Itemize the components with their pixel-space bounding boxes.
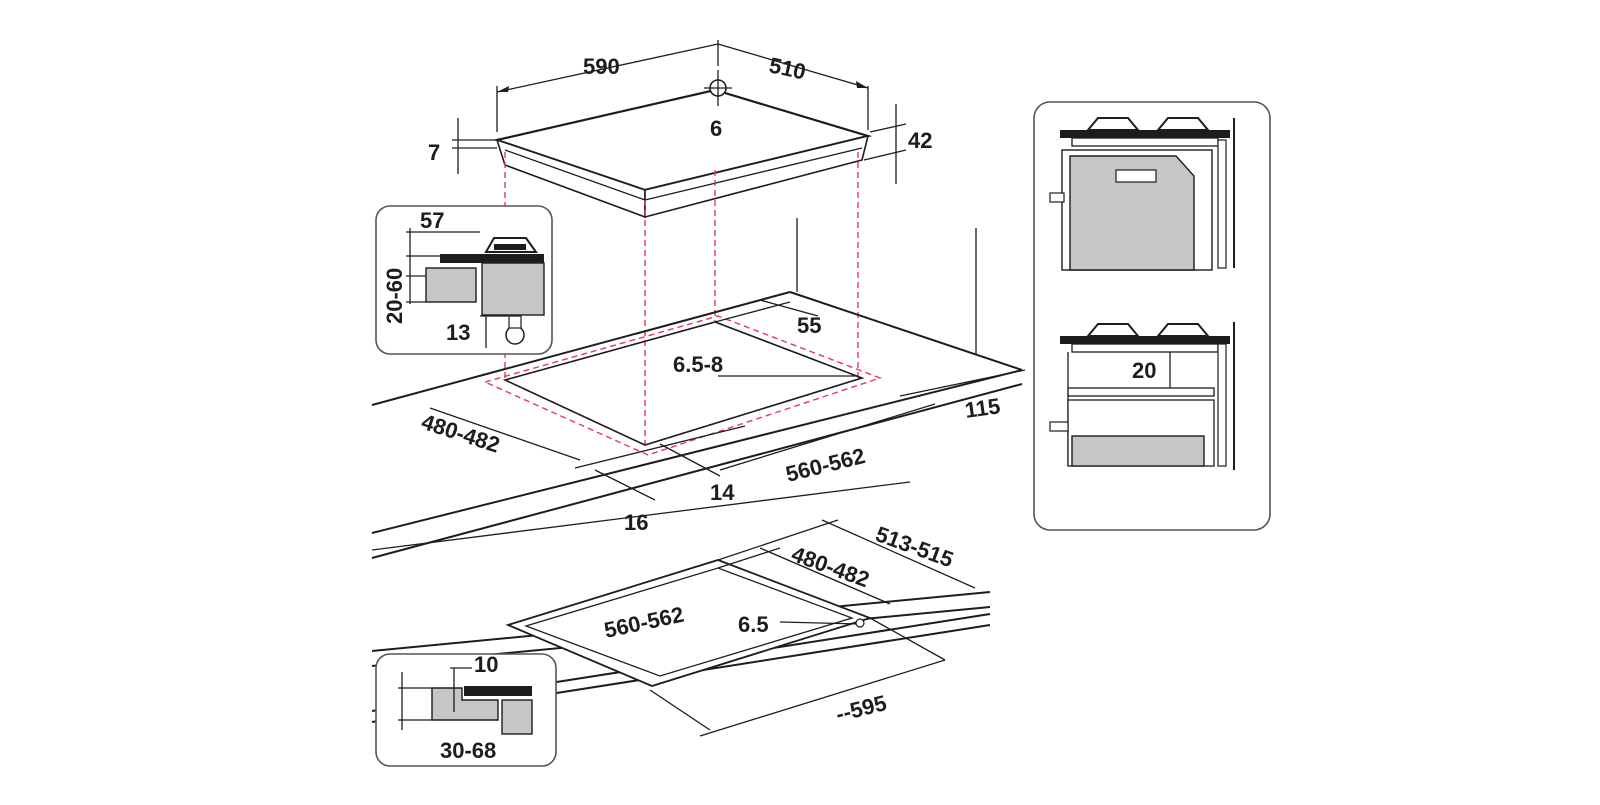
- drawer-gap-label: 20: [1132, 358, 1156, 383]
- inset-top-left: 57 20-60 13: [375, 205, 553, 355]
- rebate-depth-label: 10: [474, 652, 498, 677]
- inset-right: 20: [1033, 101, 1271, 531]
- flush-inner-depth-label: 480-482: [788, 541, 872, 592]
- inset-under-clearance-label: 13: [446, 320, 470, 345]
- flush-mount-drawing: [371, 481, 991, 737]
- hob-depth-label: 510: [767, 52, 808, 84]
- front-rear-distance-label: 55: [797, 313, 821, 338]
- total-height-label: 42: [908, 128, 932, 153]
- hob-drawing: [492, 70, 873, 219]
- flush-corner-radius-label: 6.5: [738, 612, 769, 637]
- edge-radius-label: 6.5-8: [673, 352, 723, 377]
- glass-thickness-label: 7: [428, 140, 440, 165]
- cutout-width-label: 560-562: [783, 443, 867, 487]
- bottom-worktop-range-label: 30-68: [440, 738, 496, 763]
- front-offset-label: 14: [710, 480, 735, 505]
- side-clearance-label: 115: [963, 393, 1002, 423]
- gas-connection-label: 6: [710, 116, 722, 141]
- oven-installation-diagram: [1049, 117, 1235, 271]
- flush-outer-depth-label: 513-515: [872, 521, 956, 572]
- hob-top-dimension-lines: [452, 40, 907, 184]
- drawer-installation-diagram: 20: [1049, 322, 1235, 470]
- flush-outer-width-label: --595: [833, 690, 889, 727]
- inset-worktop-range-label: 20-60: [382, 268, 407, 324]
- inset-height-above-label: 57: [420, 208, 444, 233]
- hob-width-label: 590: [583, 54, 620, 79]
- worktop-top: [371, 218, 1026, 559]
- front-distance-label: 16: [624, 510, 648, 535]
- inset-bottom-left: 10 30-68: [375, 652, 557, 767]
- cutout-depth-label: 480-482: [418, 409, 503, 458]
